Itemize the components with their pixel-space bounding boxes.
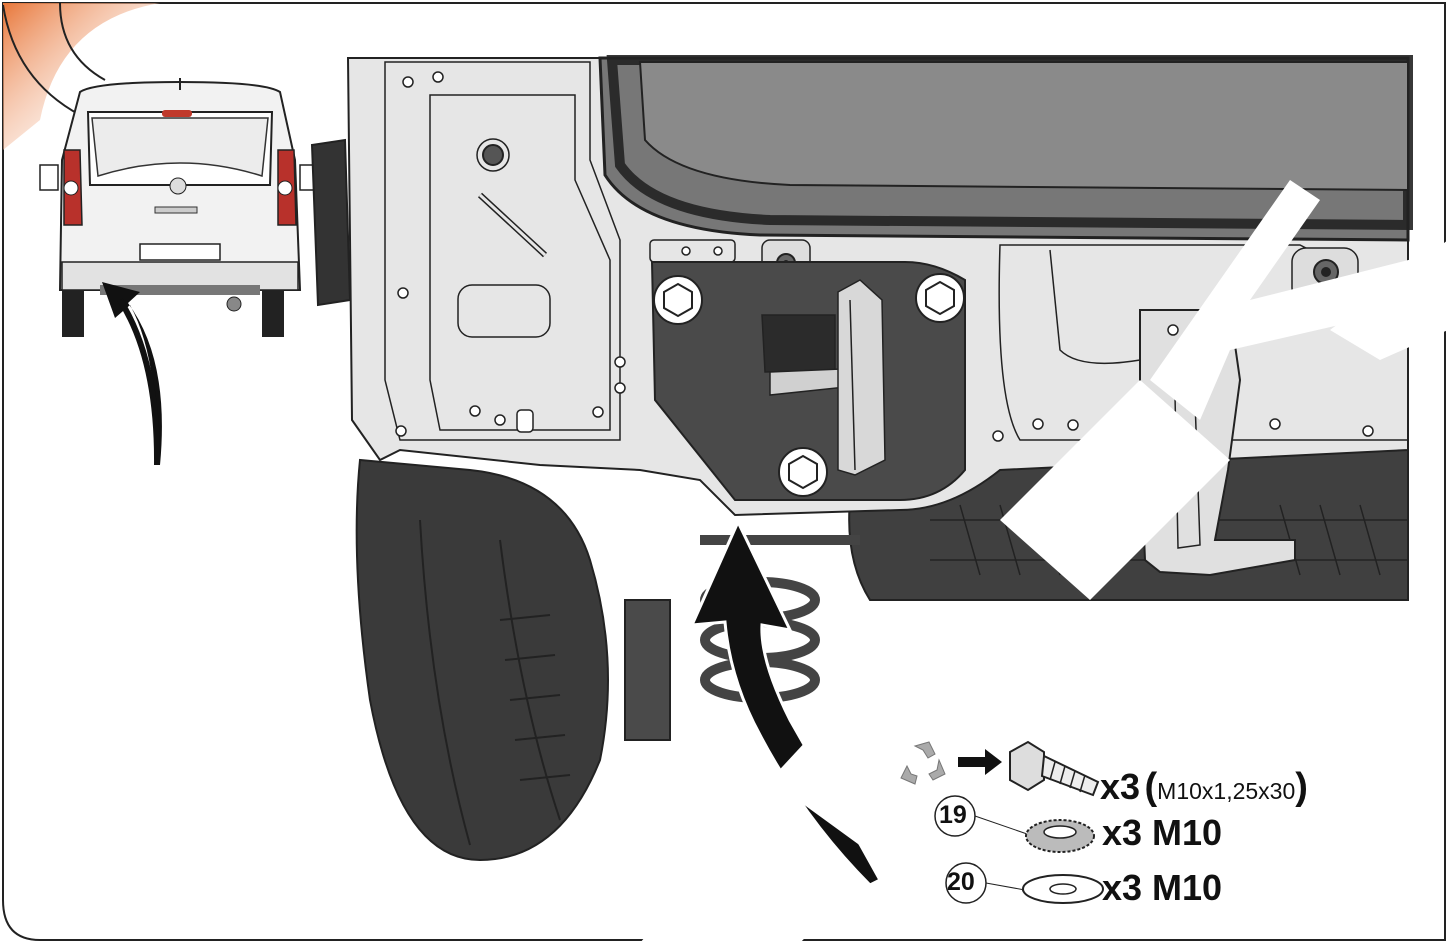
bolt-heads	[653, 273, 965, 497]
recycle-icon	[900, 741, 946, 785]
corner-arc-inner	[59, 2, 106, 81]
vehicle-rear-view	[39, 78, 317, 337]
arrow-right-icon	[958, 749, 1002, 775]
serrated-washer-part	[934, 795, 1095, 853]
washer-20-qty-label: x3 M10	[1102, 867, 1223, 908]
watermark-letters	[640, 180, 1448, 943]
mud-flap	[310, 138, 352, 307]
bolt-part	[1009, 740, 1100, 797]
locator-arrow-small	[102, 282, 162, 465]
corner-arc-outer	[2, 4, 81, 116]
shock-absorber	[624, 599, 671, 741]
part-number-19: 19	[939, 801, 967, 829]
corner-accent	[3, 3, 160, 150]
rear-wheel	[355, 458, 609, 862]
washer-19-qty-label: x3 M10	[1102, 812, 1223, 853]
part-number-20: 20	[947, 868, 975, 896]
flat-washer-part	[945, 862, 1104, 904]
bolt-qty-label: x3 (M10x1,25x30)	[1100, 766, 1308, 808]
